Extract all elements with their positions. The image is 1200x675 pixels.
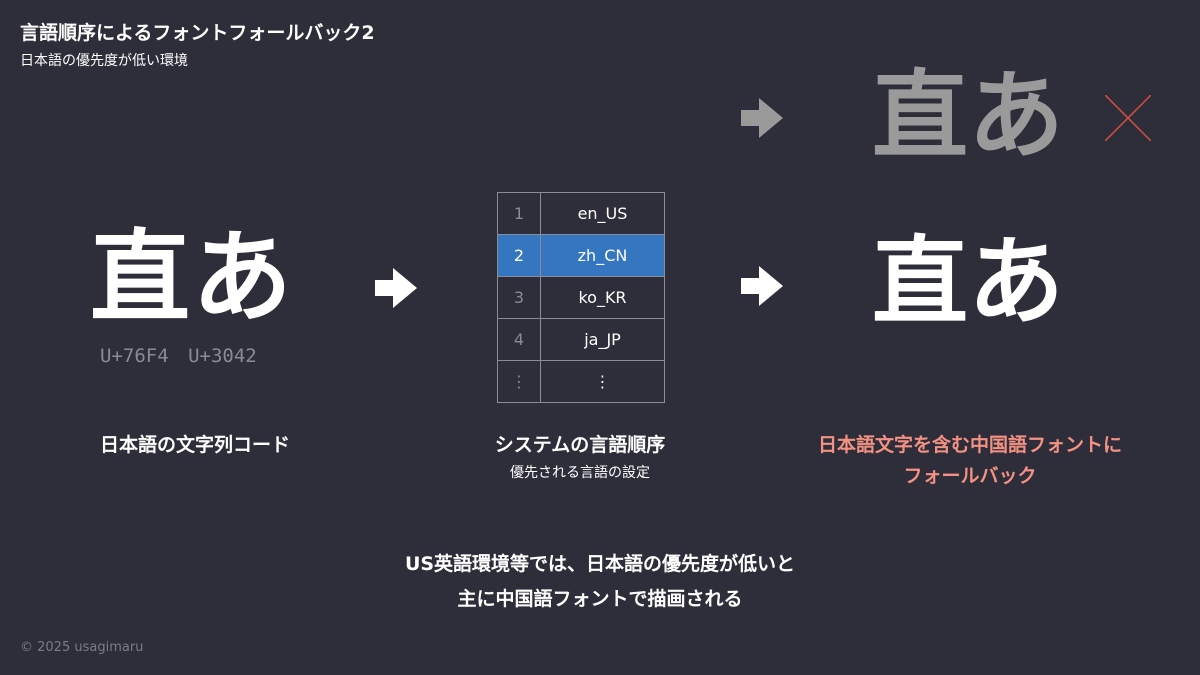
note-line1: US英語環境等では、日本語の優先度が低いと: [404, 553, 796, 575]
result-label-line2: フォールバック: [903, 465, 1037, 487]
result-chars: 直あ: [872, 226, 1064, 338]
row-locale: ko_KR: [540, 276, 665, 319]
system-sublabel: 優先される言語の設定: [510, 465, 650, 481]
row-locale: ⋮: [540, 360, 665, 403]
rejected-chars: 直あ: [872, 60, 1064, 172]
row-number: ⋮: [497, 360, 541, 403]
page-subtitle: 日本語の優先度が低い環境: [20, 53, 188, 69]
row-locale: en_US: [540, 192, 665, 235]
arrow-icon: [375, 268, 417, 312]
language-row: ⋮⋮: [497, 360, 665, 403]
cross-icon: [1104, 94, 1152, 145]
row-number: 4: [497, 318, 541, 361]
copyright: © 2025 usagimaru: [20, 640, 144, 655]
system-label: システムの言語順序: [494, 434, 666, 456]
arrow-icon-rejected: [741, 98, 783, 142]
row-locale: zh_CN: [540, 234, 665, 277]
row-number: 2: [497, 234, 541, 277]
note-line2: 主に中国語フォントで描画される: [457, 588, 743, 610]
row-locale: ja_JP: [540, 318, 665, 361]
page-title: 言語順序によるフォントフォールバック2: [20, 22, 375, 44]
unicode-codes: U+76F4 U+3042: [100, 345, 257, 367]
input-chars: 直あ: [90, 219, 294, 336]
row-number: 1: [497, 192, 541, 235]
row-number: 3: [497, 276, 541, 319]
result-label-line1: 日本語文字を含む中国語フォントに: [817, 434, 1122, 456]
arrow-icon: [741, 266, 783, 310]
input-label: 日本語の文字列コード: [99, 434, 290, 456]
